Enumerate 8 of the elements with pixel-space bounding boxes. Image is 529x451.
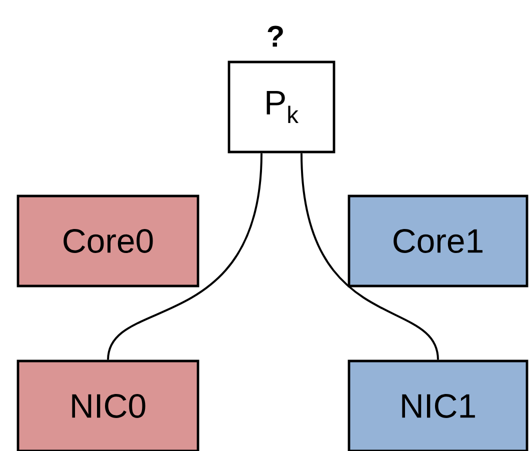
connector-line bbox=[300, 153, 439, 360]
connector-line bbox=[107, 153, 262, 360]
box: NIC0 bbox=[16, 360, 200, 451]
box: Core1 bbox=[348, 194, 528, 288]
box: NIC1 bbox=[348, 360, 528, 451]
question-mark: ? bbox=[268, 26, 283, 47]
box: Core0 bbox=[16, 194, 200, 288]
box: P$_{k}$ bbox=[228, 60, 336, 154]
